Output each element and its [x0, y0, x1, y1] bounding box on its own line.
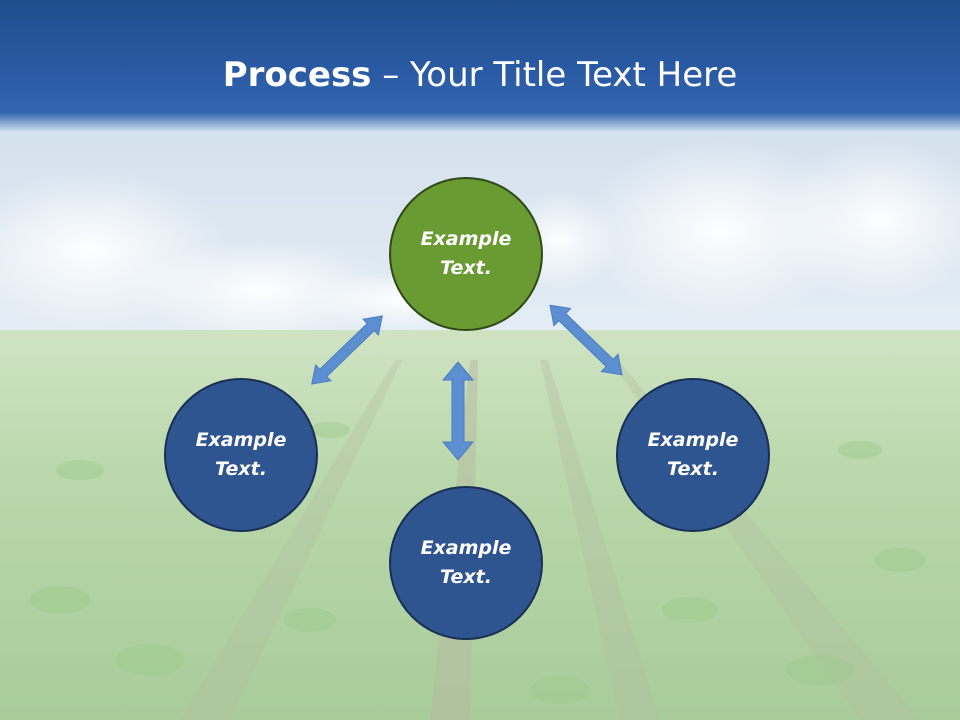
title-bold: Process	[222, 55, 372, 95]
process-node-bottom: Example Text.	[389, 486, 543, 640]
process-node-right: Example Text.	[616, 378, 770, 532]
node-top-label: Example Text.	[420, 228, 512, 279]
node-left-label: Example Text.	[195, 429, 287, 480]
title-rest: – Your Title Text Here	[371, 55, 738, 95]
header-bar	[0, 0, 960, 132]
node-bottom-label: Example Text.	[420, 537, 512, 588]
process-node-top: Example Text.	[389, 177, 543, 331]
arrow-left-diagonal	[311, 315, 383, 385]
arrow-right-diagonal	[549, 304, 623, 376]
process-node-left: Example Text.	[164, 378, 318, 532]
node-right-label: Example Text.	[647, 429, 739, 480]
arrow-vertical	[441, 361, 475, 461]
slide-title: Process – Your Title Text Here	[0, 52, 960, 98]
